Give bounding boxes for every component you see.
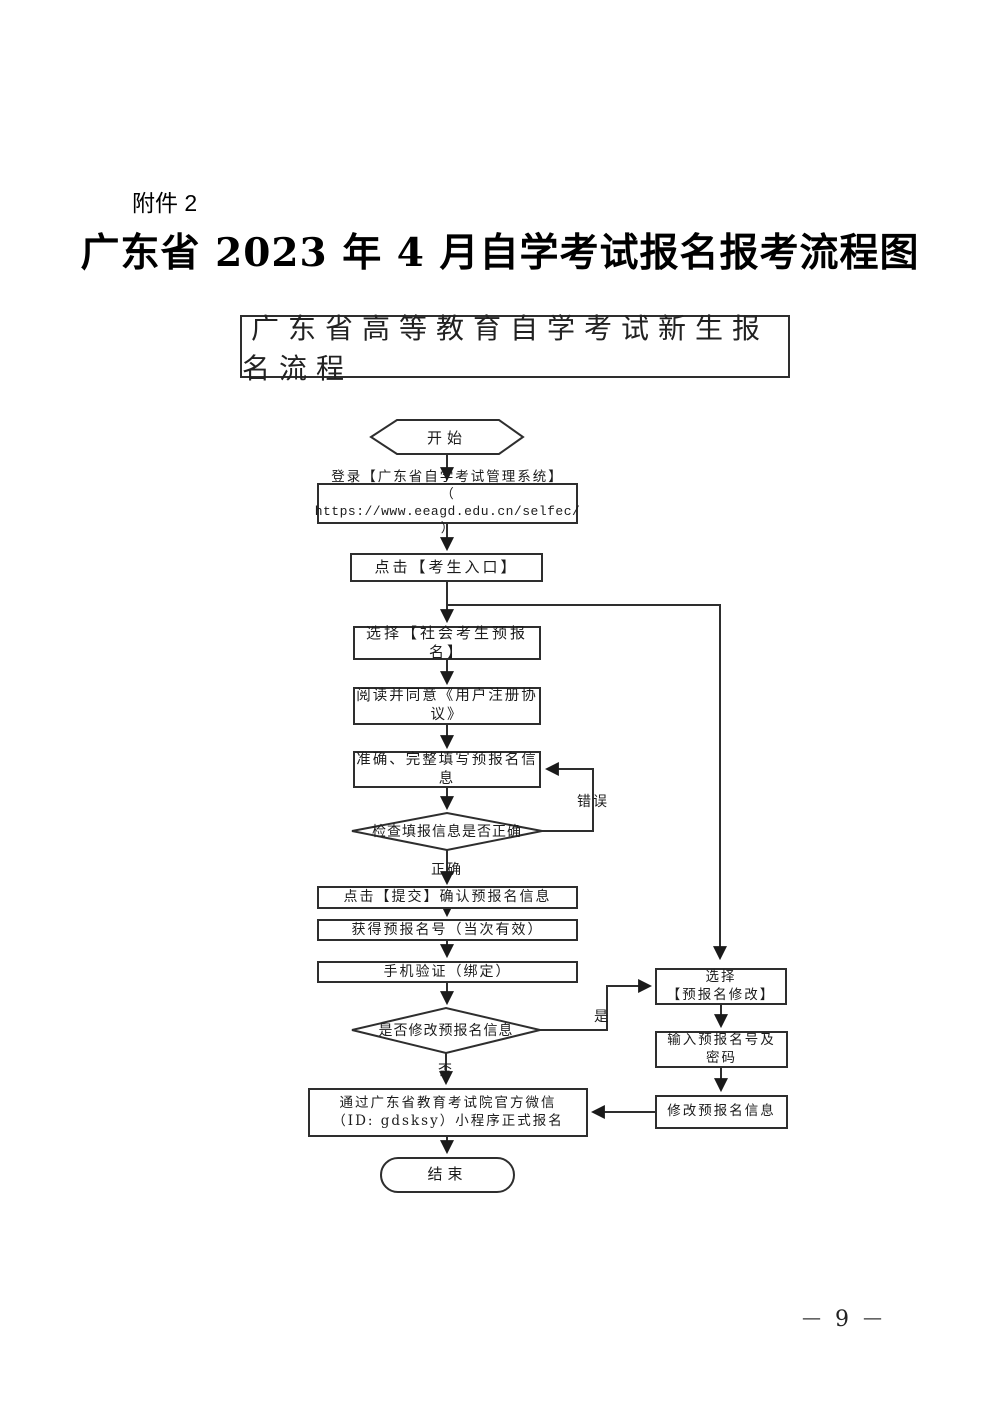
get-number-label: 获得预报名号（当次有效） <box>351 921 544 938</box>
agree-protocol-node: 阅读并同意《用户注册协议》 <box>353 687 541 725</box>
start-label: 开始 <box>426 428 467 447</box>
login-line1: 登录【广东省自学考试管理系统】 <box>331 469 564 486</box>
phone-verify-label: 手机验证（绑定） <box>383 963 512 980</box>
modify-decision-node: 是否修改预报名信息 <box>352 1020 540 1040</box>
connector-yes-branch <box>540 979 653 1031</box>
start-node: 开始 <box>371 420 523 454</box>
official-register-node: 通过广东省教育考试院官方微信 （ID: gdsksy）小程序正式报名 <box>308 1088 588 1137</box>
click-entrance-label: 点击【考生入口】 <box>374 557 519 576</box>
login-url: （ https://www.eeagd.edu.cn/selfec/ ） <box>314 486 581 536</box>
no-branch-label: 否 <box>438 1063 454 1079</box>
modify-decision-label: 是否修改预报名信息 <box>378 1023 514 1039</box>
submit-confirm-label: 点击【提交】确认预报名信息 <box>343 889 552 906</box>
yes-branch-label: 是 <box>594 1009 610 1025</box>
phone-verify-node: 手机验证（绑定） <box>317 961 578 983</box>
click-entrance-node: 点击【考生入口】 <box>350 553 543 582</box>
fill-info-label: 准确、完整填写预报名信息 <box>356 751 538 787</box>
submit-confirm-node: 点击【提交】确认预报名信息 <box>317 886 578 909</box>
flowchart-title-box: 广东省高等教育自学考试新生报名流程 <box>240 312 790 385</box>
start-hexagon-shape <box>369 419 525 455</box>
input-credentials-node: 输入预报名号及 密码 <box>655 1031 788 1068</box>
modify-info-label: 修改预报名信息 <box>667 1103 776 1120</box>
end-label: 结束 <box>427 1165 468 1184</box>
page-number: — 9 — <box>792 1306 892 1333</box>
select-modify-line2: 【预报名修改】 <box>666 986 776 1003</box>
modify-info-node: 修改预报名信息 <box>655 1095 788 1129</box>
select-modify-node: 选择 【预报名修改】 <box>655 968 787 1005</box>
correct-branch-label: 正确 <box>431 862 463 878</box>
page-title: 广东省 2023 年 4 月自学考试报名报考流程图 <box>80 230 920 276</box>
check-decision-node: 检查填报信息是否正确 <box>352 821 542 841</box>
fill-info-node: 准确、完整填写预报名信息 <box>353 751 541 788</box>
connector-error-loop <box>542 762 594 832</box>
page-number-dash-left: — <box>802 1306 821 1329</box>
agree-protocol-label: 阅读并同意《用户注册协议》 <box>356 688 538 723</box>
select-preregister-label: 选择【社会考生预报名】 <box>365 623 528 662</box>
select-preregister-node: 选择【社会考生预报名】 <box>353 623 541 662</box>
get-number-node: 获得预报名号（当次有效） <box>317 919 578 941</box>
attachment-label: 附件 2 <box>132 190 198 216</box>
flowchart-title: 广东省高等教育自学考试新生报名流程 <box>242 311 770 385</box>
end-node: 结束 <box>380 1157 515 1193</box>
official-line1: 通过广东省教育考试院官方微信 <box>339 1094 557 1111</box>
page-number-value: 9 <box>835 1307 849 1332</box>
input-credentials-line2: 密码 <box>706 1049 737 1066</box>
page-number-dash-right: — <box>863 1306 882 1329</box>
official-line2: （ID: gdsksy）小程序正式报名 <box>332 1112 564 1129</box>
connector-branch-to-modify-column <box>447 604 727 961</box>
select-modify-line1: 选择 <box>705 968 737 985</box>
input-credentials-line1: 输入预报名号及 <box>667 1031 776 1048</box>
check-decision-label: 检查填报信息是否正确 <box>372 824 522 840</box>
error-branch-label: 错误 <box>577 794 609 810</box>
login-system-node: 登录【广东省自学考试管理系统】 （ https://www.eeagd.edu.… <box>315 469 580 535</box>
